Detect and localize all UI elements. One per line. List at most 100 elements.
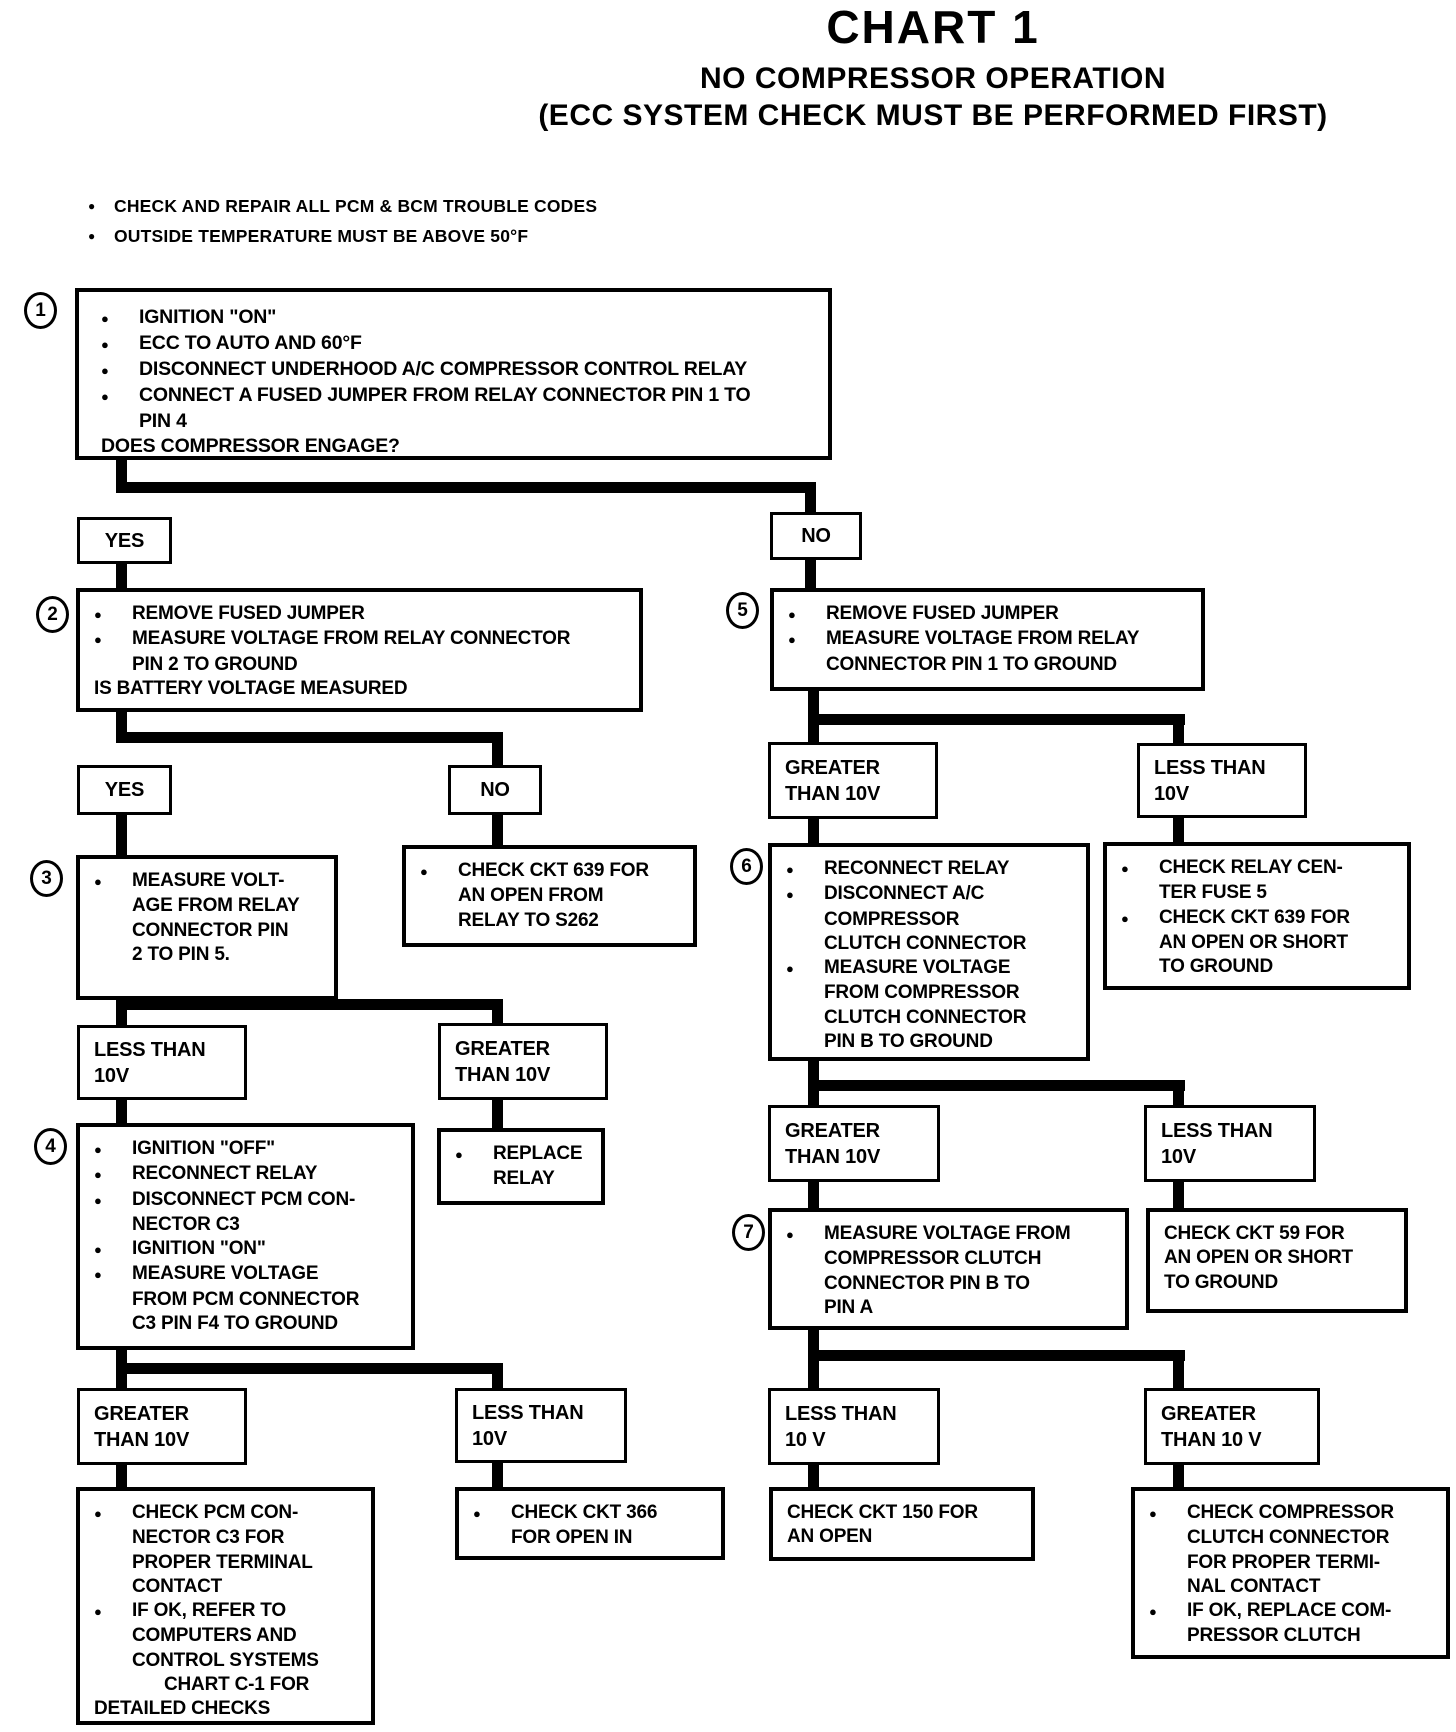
node-text-line: CHECK CKT 59 FOR [1164, 1223, 1345, 1244]
node-text-row: ●IGNITION "ON" [94, 1237, 405, 1262]
node-text-line: CHECK CKT 639 FOR [1159, 906, 1350, 928]
node-text-row: NECTOR C3 FOR [94, 1526, 365, 1550]
node-text-row: C3 PIN F4 TO GROUND [94, 1312, 405, 1336]
node-text-line: GREATER [94, 1402, 189, 1425]
node-text-line: COMPRESSOR CLUTCH [824, 1248, 1042, 1270]
connector-line [808, 714, 819, 744]
node-text-row: LESS THAN [1154, 755, 1298, 781]
node-text-line: CHECK COMPRESSOR [1187, 1502, 1394, 1523]
node-text-line: IF OK, REPLACE COM- [1187, 1600, 1392, 1622]
bullet-icon: ● [1121, 910, 1129, 926]
node-text-line: NECTOR C3 FOR [132, 1527, 285, 1549]
node-text-row: LESS THAN [785, 1401, 931, 1427]
node-text-row: DETAILED CHECKS [94, 1697, 365, 1721]
node-text-row: TO GROUND [1164, 1271, 1398, 1295]
node-text-line: PIN B TO GROUND [824, 1031, 993, 1053]
step-number-badge-7: 7 [732, 1214, 765, 1251]
node-text-line: GREATER [785, 1119, 880, 1142]
node-text-line: RELAY [493, 1168, 555, 1190]
node-text-row: AGE FROM RELAY [94, 894, 328, 918]
node-text-row: COMPRESSOR [786, 908, 1080, 932]
node-text-row: CLUTCH CONNECTOR [1149, 1526, 1440, 1550]
node-text-line: PROPER TERMINAL [132, 1551, 313, 1573]
node-text-row: ●CHECK COMPRESSOR [1149, 1501, 1440, 1526]
node-text-line: DETAILED CHECKS [94, 1698, 271, 1720]
node-text-row: ●MEASURE VOLTAGE FROM RELAY [788, 627, 1195, 652]
node-text-row: ●MEASURE VOLTAGE [786, 956, 1080, 981]
node-text-line: THAN 10V [455, 1063, 551, 1086]
connector-line [808, 1080, 819, 1107]
node-text-row: ●ECC TO AUTO AND 60°F [101, 331, 820, 357]
node-text-row: LESS THAN [472, 1400, 618, 1426]
node-text-row: GREATER [455, 1036, 599, 1062]
node-text-line: CHART C-1 FOR [164, 1674, 310, 1696]
connector-line [1173, 714, 1184, 745]
node-text-line: TER FUSE 5 [1159, 882, 1267, 904]
node-text-line: RELAY TO S262 [458, 909, 599, 931]
node-text-row: PIN 2 TO GROUND [94, 653, 633, 677]
node-text-row: ●DISCONNECT PCM CON- [94, 1188, 405, 1213]
node-text-line: AN OPEN OR SHORT [1159, 931, 1348, 953]
chart-title: CHART 1 [826, 1, 1040, 53]
node-text-line: AGE FROM RELAY [132, 895, 300, 917]
node-text-row: THAN 10 V [1161, 1427, 1311, 1453]
node-text-row: 2 TO PIN 5. [94, 943, 328, 967]
connector-line [808, 817, 819, 845]
node-text-row: YES [104, 777, 145, 803]
bullet-icon: ● [88, 199, 96, 213]
node-text-row: IS BATTERY VOLTAGE MEASURED [94, 677, 633, 701]
node-text-line: CONNECTOR PIN 1 TO GROUND [826, 653, 1117, 675]
node-text-line: LESS THAN [1154, 756, 1266, 779]
node-text-line: DISCONNECT A/C [824, 883, 985, 905]
bullet-icon: ● [94, 607, 102, 622]
node-text-row: ●MEASURE VOLT- [94, 869, 328, 894]
node-text-row: ●MEASURE VOLTAGE FROM [786, 1222, 1119, 1247]
node-text-line: RECONNECT RELAY [132, 1163, 318, 1185]
node-text-line: PIN 2 TO GROUND [132, 653, 298, 675]
node-text-row: TER FUSE 5 [1121, 881, 1401, 905]
node-text-row: 10V [94, 1063, 238, 1089]
connector-line [116, 562, 127, 590]
node-text-line: REMOVE FUSED JUMPER [826, 603, 1059, 624]
node-text-row: FROM PCM CONNECTOR [94, 1288, 405, 1312]
step-number-badge-6: 6 [730, 848, 763, 885]
bullet-icon: ● [94, 1506, 102, 1521]
node-text-line: NO [801, 525, 831, 547]
node-text-row: CHECK CKT 59 FOR [1164, 1222, 1398, 1246]
node-text-row: AN OPEN FROM [420, 884, 687, 908]
connector-line [808, 1180, 819, 1210]
node-text-line: IGNITION "ON" [132, 1238, 266, 1260]
connector-line [116, 458, 127, 488]
node-text-row: NO [801, 523, 831, 549]
node-text-line: 10V [1154, 782, 1189, 805]
node-text-row: 10 V [785, 1427, 931, 1453]
node-text-row: COMPRESSOR CLUTCH [786, 1247, 1119, 1271]
flow-node-box4: ●IGNITION "OFF"●RECONNECT RELAY●DISCONNE… [76, 1123, 415, 1350]
flow-node-box5: ●REMOVE FUSED JUMPER●MEASURE VOLTAGE FRO… [770, 588, 1205, 691]
connector-line [116, 1098, 127, 1125]
node-text-row: ●CHECK CKT 366 [473, 1501, 715, 1526]
node-text-line: PIN 4 [139, 410, 187, 432]
node-text-line: LESS THAN [472, 1401, 584, 1424]
bullet-icon: ● [94, 1167, 102, 1183]
node-text-row: THAN 10V [455, 1062, 599, 1088]
node-text-row: LESS THAN [94, 1037, 238, 1063]
node-text-row: YES [105, 528, 145, 554]
connector-line [1173, 816, 1184, 844]
step-number-badge-3: 3 [30, 860, 63, 897]
node-text-line: IF OK, REFER TO [132, 1600, 286, 1622]
connector-line [116, 732, 503, 743]
node-text-line: YES [104, 779, 145, 801]
node-text-row: PIN A [786, 1296, 1119, 1320]
node-text-line: GREATER [785, 756, 880, 779]
node-text-row: FOR PROPER TERMI- [1149, 1551, 1440, 1575]
node-text-line: LESS THAN [1161, 1119, 1273, 1142]
node-text-line: IS BATTERY VOLTAGE MEASURED [94, 677, 408, 699]
node-text-line: FOR PROPER TERMI- [1187, 1551, 1380, 1573]
